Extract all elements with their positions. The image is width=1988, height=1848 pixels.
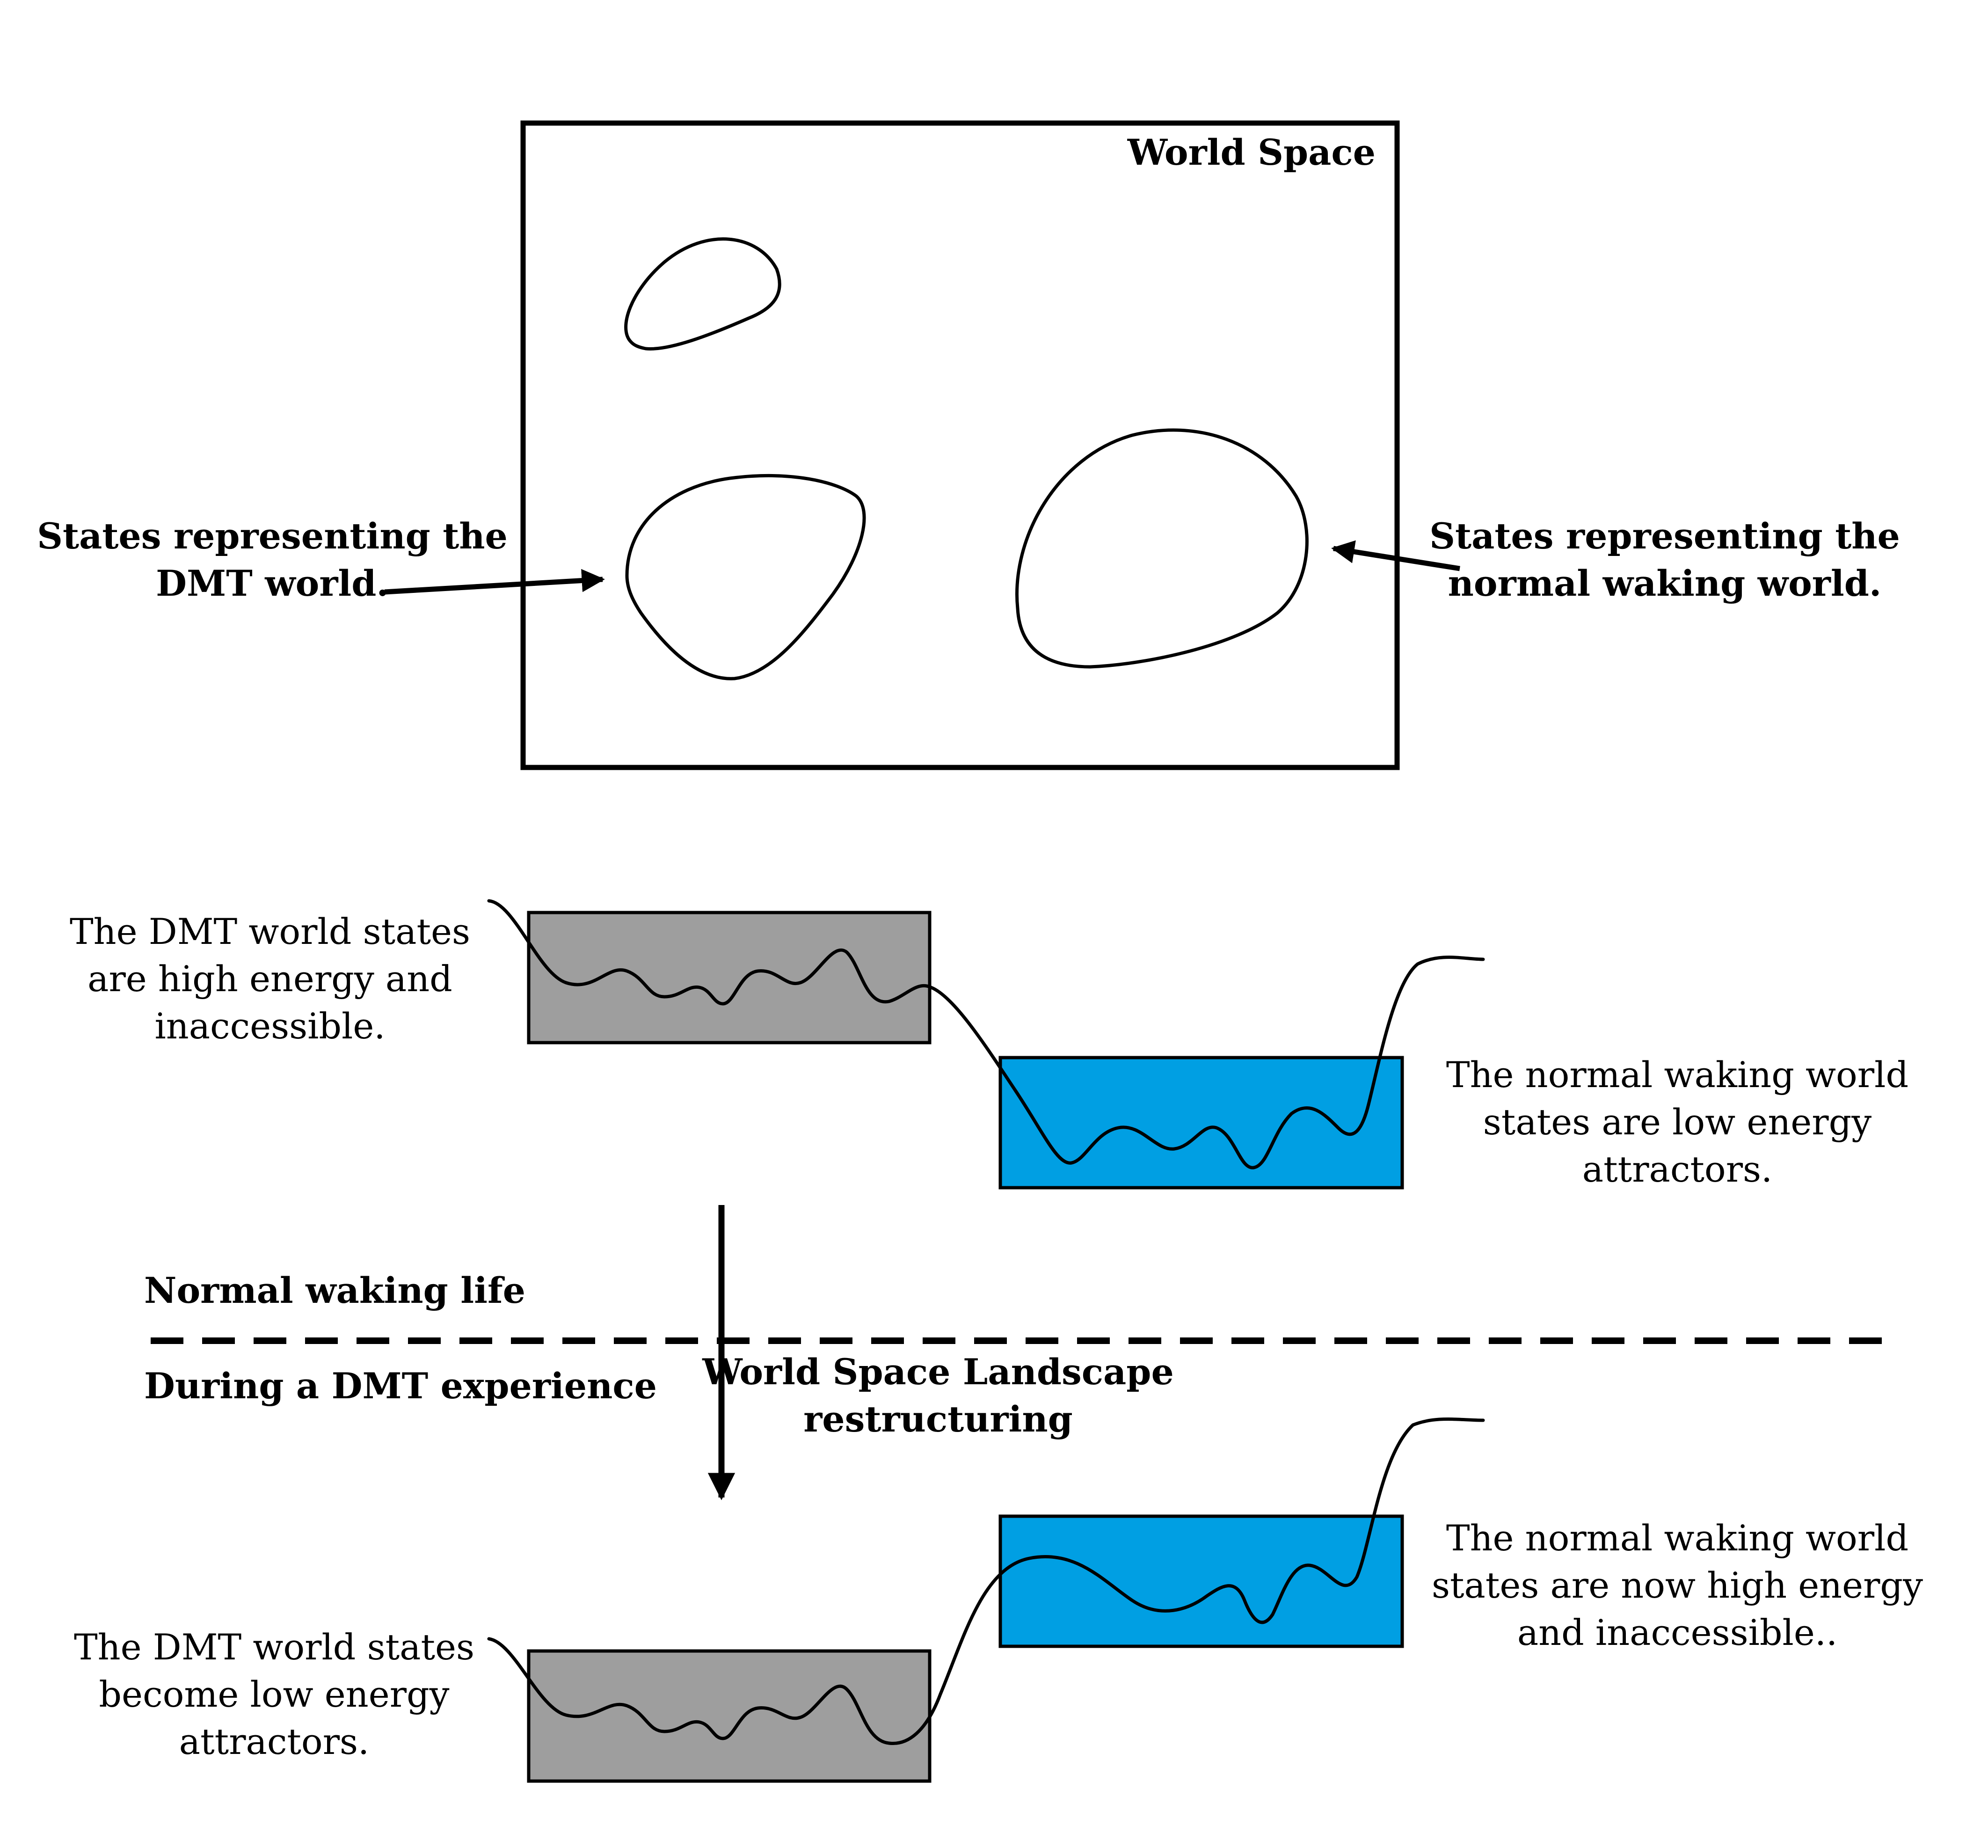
waking-region-blob: [1015, 428, 1309, 669]
dmt-before-text-line3: inaccessible.: [154, 1005, 385, 1047]
dmt-after-text-line3: attractors.: [179, 1721, 369, 1762]
waking-region-arrow: [1331, 540, 1460, 571]
waking-states-box-before: [998, 1056, 1404, 1190]
normal-waking-life-label: Normal waking life: [144, 1270, 525, 1311]
world-space-frame: [520, 120, 1400, 770]
dmt-region-arrow: [384, 569, 605, 595]
restructuring-label-line1: World Space Landscape: [702, 1351, 1174, 1393]
energy-landscape-curve-before: [487, 899, 1485, 1169]
dmt-before-text-line1: The DMT world states: [70, 911, 470, 952]
waking-after-text-line2: states are now high energy: [1432, 1564, 1923, 1606]
dmt-after-text-line2: become low energy: [99, 1673, 449, 1715]
waking-before-text-line3: attractors.: [1582, 1148, 1772, 1190]
dmt-region-blob: [625, 474, 866, 680]
dmt-before-text-line2: are high energy and: [87, 958, 452, 1000]
dmt-region-label-line1: States representing the: [37, 515, 508, 557]
waking-region-label-line2: normal waking world.: [1448, 562, 1882, 604]
dmt-after-text-line1: The DMT world states: [74, 1626, 474, 1668]
restructuring-label-line2: restructuring: [803, 1398, 1073, 1440]
waking-after-text-line3: and inaccessible..: [1517, 1612, 1837, 1653]
waking-before-text-line1: The normal waking world: [1446, 1054, 1908, 1096]
waking-states-box-after: [998, 1514, 1404, 1648]
world-space-title: World Space: [1127, 131, 1376, 173]
waking-after-text-line1: The normal waking world: [1446, 1517, 1908, 1559]
dmt-region-label-line2: DMT world.: [156, 562, 389, 604]
small-blue-region: [624, 237, 781, 351]
energy-landscape-curve-after: [487, 1417, 1485, 1746]
waking-region-label-line1: States representing the: [1429, 515, 1900, 557]
dmt-experience-label: During a DMT experience: [144, 1365, 657, 1407]
dmt-states-box-before: [527, 911, 932, 1045]
waking-before-text-line2: states are low energy: [1483, 1101, 1871, 1143]
